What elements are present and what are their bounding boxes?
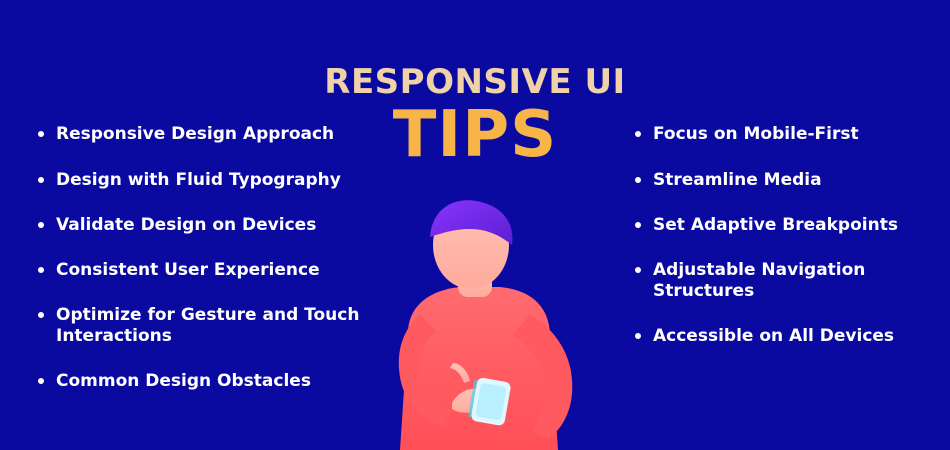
tip-label: Consistent User Experience: [56, 260, 320, 280]
tip-item: Set Adaptive Breakpoints: [635, 215, 898, 236]
bullet-icon: [38, 131, 44, 137]
tip-label: Responsive Design Approach: [56, 124, 335, 144]
bullet-icon: [38, 378, 44, 384]
tip-item: Design with Fluid Typography: [38, 170, 341, 191]
tip-label: Optimize for Gesture and Touch Interacti…: [56, 305, 360, 346]
tip-item: Focus on Mobile-First: [635, 124, 859, 145]
bullet-icon: [635, 222, 641, 228]
tip-item: Optimize for Gesture and Touch Interacti…: [38, 305, 359, 347]
finger: [450, 363, 470, 383]
person-with-phone-icon: [398, 200, 573, 450]
tip-label: Common Design Obstacles: [56, 371, 311, 391]
bullet-icon: [38, 222, 44, 228]
phone: [468, 377, 511, 426]
tip-item: Streamline Media: [635, 170, 822, 191]
bullet-icon: [635, 131, 641, 137]
tip-item: Validate Design on Devices: [38, 215, 316, 236]
tip-label: Set Adaptive Breakpoints: [653, 215, 898, 235]
arm-left: [398, 315, 452, 426]
tip-item: Responsive Design Approach: [38, 124, 334, 145]
tip-item: Common Design Obstacles: [38, 371, 311, 392]
bullet-icon: [635, 267, 641, 273]
title-tips: TIPS: [392, 98, 558, 172]
tip-label: Adjustable Navigation Structures: [653, 260, 866, 301]
tip-item: Accessible on All Devices: [635, 326, 894, 347]
shirt: [400, 287, 558, 450]
tip-label: Accessible on All Devices: [653, 326, 895, 346]
bullet-icon: [38, 267, 44, 273]
tip-label: Design with Fluid Typography: [56, 170, 341, 190]
tip-item: Consistent User Experience: [38, 260, 320, 281]
bullet-icon: [635, 333, 641, 339]
tip-label: Streamline Media: [653, 170, 822, 190]
bullet-icon: [38, 177, 44, 183]
tip-label: Validate Design on Devices: [56, 215, 317, 235]
bullet-icon: [38, 312, 44, 318]
arm-right: [512, 315, 573, 439]
title-responsive-ui: RESPONSIVE UI: [324, 62, 626, 102]
bullet-icon: [635, 177, 641, 183]
tip-label: Focus on Mobile-First: [653, 124, 859, 144]
hair: [430, 200, 513, 245]
tip-item: Adjustable Navigation Structures: [635, 260, 865, 302]
